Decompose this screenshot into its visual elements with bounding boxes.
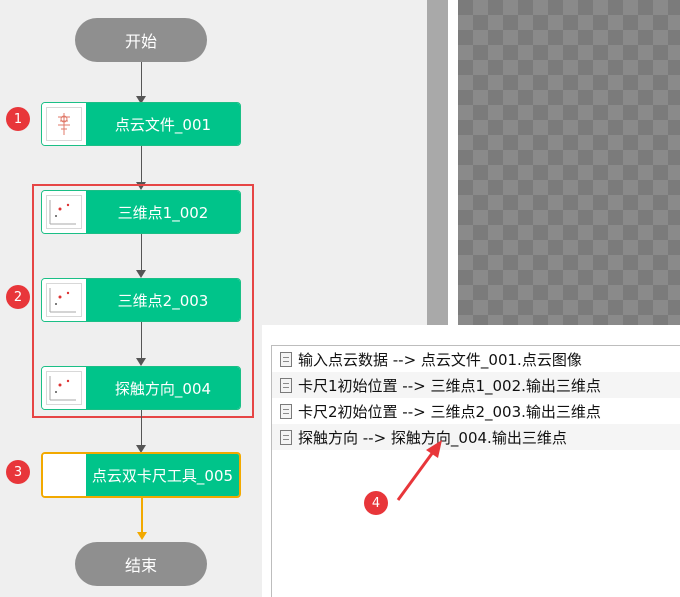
- list-item[interactable]: 输入点云数据 --> 点云文件_001.点云图像: [272, 346, 680, 372]
- start-node-label: 开始: [124, 32, 157, 51]
- node-thumbnail: [42, 279, 86, 321]
- end-node-label: 结束: [124, 556, 157, 575]
- node-point-cloud-file[interactable]: 点云文件_001: [41, 102, 241, 146]
- node-probe-direction[interactable]: 探触方向_004: [41, 366, 241, 410]
- node-label: 点云双卡尺工具_005: [86, 454, 239, 496]
- mapping-text: 探触方向 --> 探触方向_004.输出三维点: [298, 428, 567, 447]
- node-thumbnail: [42, 367, 86, 409]
- document-icon: [280, 351, 292, 367]
- connector-arrow-selected: [137, 532, 147, 540]
- flow-canvas: 开始 点云文件_001: [0, 0, 285, 597]
- input-mapping-panel: 输入点云数据 --> 点云文件_001.点云图像 卡尺1初始位置 --> 三维点…: [262, 325, 680, 597]
- 3d-point-icon: [46, 283, 82, 317]
- connector-arrow: [136, 445, 146, 453]
- node-thumbnail: [42, 103, 86, 145]
- node-3d-point-1[interactable]: 三维点1_002: [41, 190, 241, 234]
- mapping-text: 卡尺1初始位置 --> 三维点1_002.输出三维点: [298, 376, 601, 395]
- connector-line: [141, 234, 142, 270]
- annotation-badge-3: 3: [6, 460, 30, 484]
- connector-arrow: [136, 358, 146, 366]
- annotation-group-box: [32, 184, 254, 418]
- node-label: 探触方向_004: [86, 367, 240, 409]
- connector-arrow: [136, 182, 146, 190]
- annotation-badge-2: 2: [6, 285, 30, 309]
- node-3d-point-2[interactable]: 三维点2_003: [41, 278, 241, 322]
- document-icon: [280, 429, 292, 445]
- 3d-point-icon: [46, 371, 82, 405]
- list-item[interactable]: 卡尺1初始位置 --> 三维点1_002.输出三维点: [272, 372, 680, 398]
- 3d-point-icon: [46, 195, 82, 229]
- connector-line: [141, 146, 142, 182]
- annotation-badge-4: 4: [364, 491, 388, 515]
- connector-arrow: [136, 96, 146, 104]
- image-preview-canvas[interactable]: [458, 0, 680, 325]
- list-item[interactable]: 探触方向 --> 探触方向_004.输出三维点: [272, 424, 680, 450]
- point-cloud-icon: [46, 107, 82, 141]
- list-item[interactable]: 卡尺2初始位置 --> 三维点2_003.输出三维点: [272, 398, 680, 424]
- mapping-text: 卡尺2初始位置 --> 三维点2_003.输出三维点: [298, 402, 601, 421]
- connector-line: [141, 62, 142, 96]
- mapping-text: 输入点云数据 --> 点云文件_001.点云图像: [298, 350, 582, 369]
- node-label: 三维点1_002: [86, 191, 240, 233]
- connector-arrow: [136, 270, 146, 278]
- document-icon: [280, 403, 292, 419]
- start-node[interactable]: 开始: [75, 18, 207, 62]
- preview-divider: [448, 0, 458, 325]
- node-thumbnail: [42, 191, 86, 233]
- node-dual-caliper-tool[interactable]: 点云双卡尺工具_005: [41, 452, 241, 498]
- node-thumbnail: [43, 454, 87, 496]
- input-mapping-list: 输入点云数据 --> 点云文件_001.点云图像 卡尺1初始位置 --> 三维点…: [271, 345, 680, 597]
- node-label: 三维点2_003: [86, 279, 240, 321]
- connector-line: [141, 410, 142, 446]
- connector-line-selected: [141, 498, 143, 534]
- connector-line: [141, 322, 142, 358]
- node-label: 点云文件_001: [86, 103, 240, 145]
- end-node[interactable]: 结束: [75, 542, 207, 586]
- document-icon: [280, 377, 292, 393]
- annotation-badge-1: 1: [6, 107, 30, 131]
